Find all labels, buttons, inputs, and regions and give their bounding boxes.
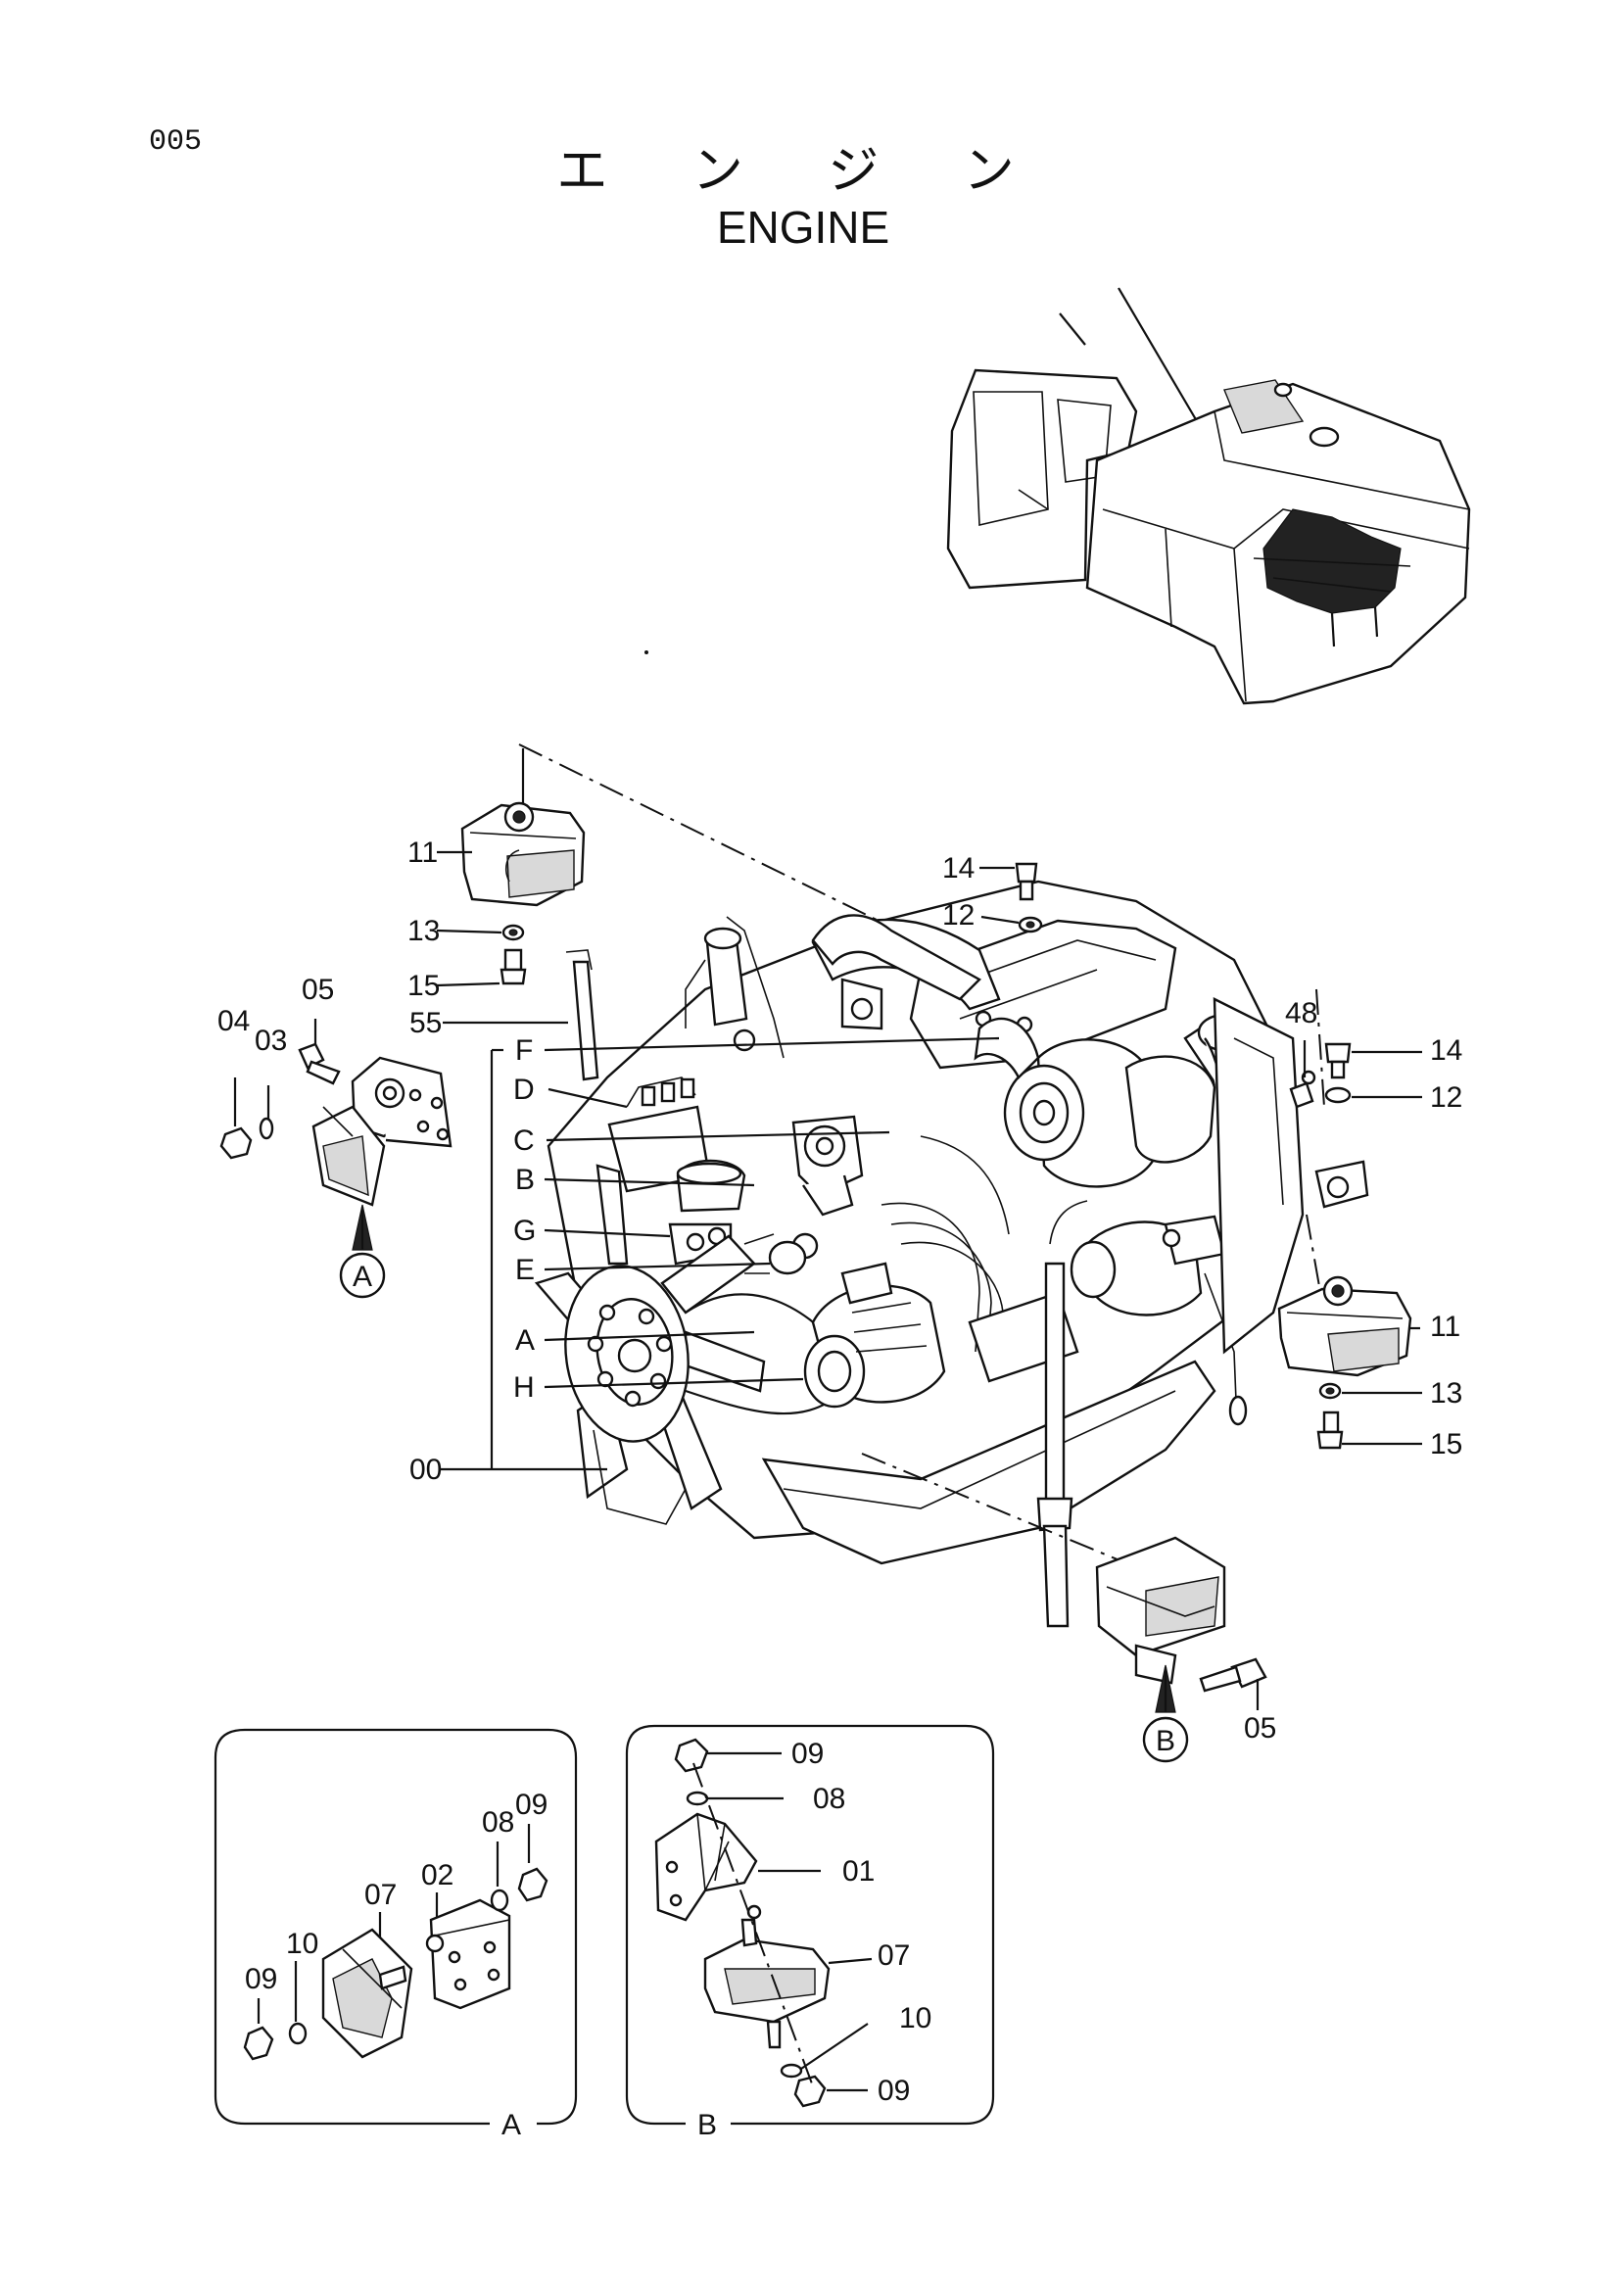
callout-48: 48 [1285,997,1317,1029]
callout-11-right: 11 [1430,1311,1460,1343]
title-japanese: エ ン ジ ン [556,143,1049,200]
callout-14-top: 14 [942,852,975,885]
left-bracket-assembly [311,1056,452,1207]
right-rubber-mount [1277,1275,1412,1377]
leader-lines [233,850,1422,1710]
detail-b-callout-01: 01 [842,1855,875,1888]
detail-a-callout-08: 08 [482,1806,514,1839]
letter-F: F [515,1034,533,1067]
view-marker-b: B [1142,1664,1189,1763]
alternator [803,1262,946,1409]
starter-motor [1070,1215,1248,1426]
detail-b-callout-08: 08 [813,1783,845,1815]
detail-a-callout-10: 10 [286,1928,318,1960]
callout-15-right: 15 [1430,1428,1462,1460]
fasteners [219,862,1352,1693]
letter-G: G [513,1215,536,1247]
detail-a-callout-02: 02 [421,1859,453,1891]
view-marker-a: A [339,1204,386,1299]
view-marker-b-label: B [1156,1725,1175,1757]
callout-55: 55 [409,1007,442,1039]
letter-E: E [515,1254,535,1286]
detail-b-callout-10: 10 [899,2002,931,2034]
callout-13-top: 13 [407,915,440,947]
callout-05-left: 05 [302,974,334,1006]
letter-A: A [515,1324,535,1357]
engine-location-marker [1253,508,1411,647]
callout-03: 03 [255,1025,287,1057]
view-marker-a-label: A [353,1261,372,1293]
callout-11-top: 11 [407,837,438,869]
letter-D: D [513,1074,535,1106]
detail-a-label: A [501,2109,521,2141]
callout-12-right: 12 [1430,1081,1462,1114]
detail-b-label: B [697,2109,717,2141]
page-number: 005 [149,125,202,159]
bottom-right-bracket-assembly [1095,1536,1226,1685]
callout-13-right: 13 [1430,1377,1462,1410]
top-left-rubber-mount [460,801,586,907]
excavator-locator-illustration [946,287,1471,705]
callout-15-top: 15 [407,970,440,1002]
callout-00: 00 [409,1454,442,1486]
letter-C: C [513,1124,535,1157]
callout-04: 04 [217,1005,250,1037]
letter-H: H [513,1371,535,1404]
detail-a-callout-09-bottom: 09 [245,1963,277,1995]
callouts-main: 11 13 15 55 04 03 05 14 12 48 14 12 11 1… [217,837,1462,1745]
detail-b-callout-09-top: 09 [791,1738,824,1770]
scan-dot [644,650,648,654]
engine-assembly-illustration [518,743,1325,1628]
detail-view-b: B 09 08 01 07 10 09 [625,1724,995,2141]
letter-B: B [515,1164,535,1196]
turbocharger [974,1017,1216,1188]
detail-b-callout-07: 07 [878,1939,910,1972]
callout-14-right: 14 [1430,1034,1462,1067]
detail-b-callout-09-bottom: 09 [878,2075,910,2107]
title-english: ENGINE [717,202,889,253]
detail-view-a: A 07 02 08 09 10 09 [214,1728,578,2141]
detail-a-callout-09-top: 09 [515,1789,548,1821]
callout-05-bottom: 05 [1244,1712,1276,1745]
right-bracket [1314,1160,1369,1209]
detail-a-callout-07: 07 [364,1879,397,1911]
callout-12-top: 12 [942,899,975,932]
